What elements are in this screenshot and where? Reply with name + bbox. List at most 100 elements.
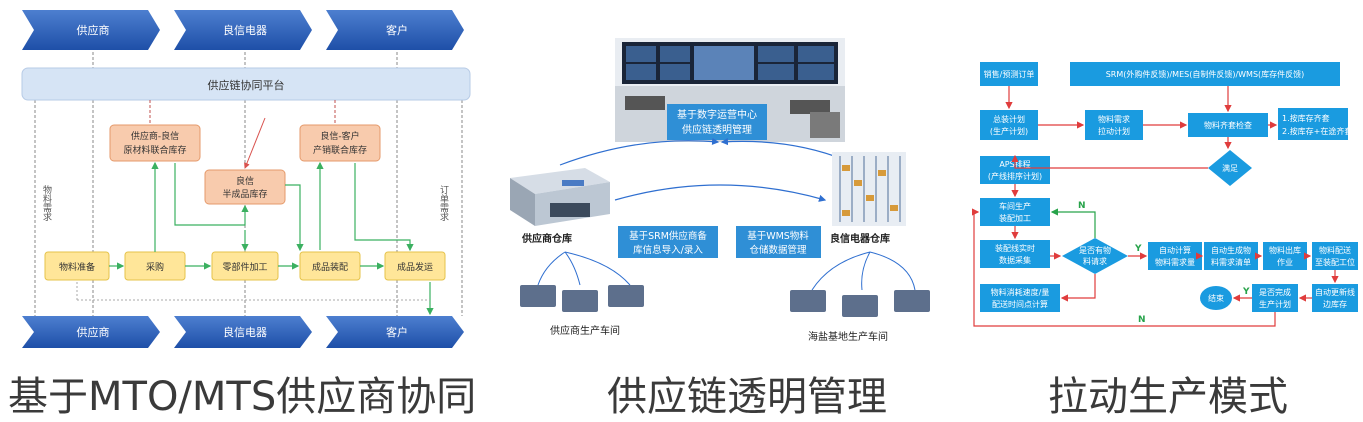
material-demand-label: 物料需求 [41,184,52,221]
process-assembly: 成品装配 [299,251,361,281]
need-material-diamond [1062,238,1128,274]
haiyan-fan-lines [811,251,916,291]
master-plan-box [980,110,1038,140]
svg-text:客户: 客户 [386,23,408,37]
end-node [1200,286,1232,310]
pull-production-flowchart: 销售/预测订单 SRM(外购件反馈)/MES(自制件反馈)/WMS(库存件反馈)… [960,0,1360,350]
svg-text:供应商: 供应商 [77,23,110,37]
auto-calc-box [1148,242,1202,270]
srm-mes-wms-box [1070,62,1340,86]
svg-text:半成品库存: 半成品库存 [222,188,267,200]
svg-text:仓储数据管理: 仓储数据管理 [749,244,807,256]
yes-label-1: Y [1134,244,1142,254]
svg-text:满足: 满足 [1222,163,1238,173]
svg-text:生产计划: 生产计划 [1259,299,1291,309]
svg-text:拉动计划: 拉动计划 [1098,126,1130,136]
svg-text:基于数字运营中心: 基于数字运营中心 [677,108,757,121]
svg-text:客户: 客户 [386,325,408,339]
svg-text:良信-客户: 良信-客户 [320,130,359,142]
customer-sales-joint-stock: 良信-客户 产销联合库存 [299,124,381,162]
svg-text:至装配工位: 至装配工位 [1315,257,1355,267]
svg-text:边库存: 边库存 [1323,299,1347,309]
liangxin-warehouse-icon [832,152,906,226]
srm-box: 基于SRM供应商备 库信息导入/录入 [618,226,718,258]
no-label-2: N [1138,315,1146,325]
line-collect-box [980,240,1050,268]
svg-text:物料出库: 物料出库 [1269,245,1301,255]
top-chevron-liangxin: 良信电器 [174,10,312,50]
process-material-prep: 物料准备 [44,251,110,281]
svg-text:基于WMS物料: 基于WMS物料 [747,230,809,242]
svg-text:产销联合库存: 产销联合库存 [313,144,367,156]
process-purchase: 采购 [124,251,186,281]
supplier-warehouse-label: 供应商仓库 [521,232,572,245]
svg-text:基于SRM供应商备: 基于SRM供应商备 [629,230,707,242]
sales-order-box [980,62,1038,86]
flow-arrows [109,161,434,316]
svg-text:供应商-良信: 供应商-良信 [131,130,179,142]
caption-middle: 供应链透明管理 [607,374,887,420]
caption-left: 基于MTO/MTS供应商协同 [8,374,477,420]
svg-text:配送时间点计算: 配送时间点计算 [992,299,1048,309]
top-chevron-customer: 客户 [326,10,464,50]
svg-text:装配加工: 装配加工 [999,213,1031,223]
caption-right: 拉动生产模式 [1048,374,1288,420]
svg-text:结束: 结束 [1208,293,1224,303]
supplier-warehouse-icon [510,168,610,226]
svg-text:供应链透明管理: 供应链透明管理 [682,123,752,136]
no-branch-arrow [1050,208,1096,238]
haiyan-workshop-icons [790,290,930,317]
svg-text:零部件加工: 零部件加工 [222,261,267,273]
supplier-fan-lines [537,251,631,286]
svg-text:(产线排序计划): (产线排序计划) [988,171,1042,181]
svg-text:物料准备: 物料准备 [59,261,95,273]
supplier-raw-material-joint-stock: 供应商-良信 原材料联合库存 [109,124,201,162]
svg-text:是否完成: 是否完成 [1259,287,1291,297]
consume-calc-box [980,284,1060,312]
svg-text:良信: 良信 [236,175,254,187]
deliver-box [1312,242,1358,270]
svg-text:数据采集: 数据采集 [999,255,1031,265]
control-room-image [615,38,845,142]
done-plan-box [1252,284,1298,312]
process-shipping: 成品发运 [384,251,446,281]
top-chevron-supplier: 供应商 [22,10,160,50]
workshop-box [980,198,1050,226]
digital-ops-center-box: 基于数字运营中心 供应链透明管理 [667,104,767,140]
svg-text:自动更新线: 自动更新线 [1315,287,1355,297]
svg-text:良信电器: 良信电器 [223,23,267,37]
svg-text:自动计算: 自动计算 [1159,245,1191,255]
svg-text:良信电器: 良信电器 [223,325,267,339]
svg-text:供应链协同平台: 供应链协同平台 [208,78,285,92]
svg-text:SRM(外购件反馈)/MES(自制件反馈)/WMS(库存件反: SRM(外购件反馈)/MES(自制件反馈)/WMS(库存件反馈) [1106,69,1305,79]
svg-text:库信息导入/录入: 库信息导入/录入 [633,244,703,256]
outbound-box [1263,242,1307,270]
semi-finished-stock: 良信 半成品库存 [204,169,286,205]
bottom-chevron-liangxin: 良信电器 [174,316,312,348]
wms-box: 基于WMS物料 仓储数据管理 [736,226,821,258]
svg-text:车间生产: 车间生产 [999,201,1031,211]
svg-text:物料配送: 物料配送 [1319,245,1351,255]
svg-text:装配线实时: 装配线实时 [995,243,1035,253]
svg-text:2.按库存+在途齐套: 2.按库存+在途齐套 [1282,126,1352,136]
svg-text:物料需求: 物料需求 [41,184,52,221]
svg-text:料需求清单: 料需求清单 [1211,257,1251,267]
order-demand-label: 订单需求 [438,185,449,221]
auto-update-box [1312,284,1358,312]
svg-text:是否有物: 是否有物 [1079,245,1111,255]
svg-text:作业: 作业 [1277,257,1293,267]
no-label-1: N [1078,201,1086,211]
svg-text:总装计划: 总装计划 [993,114,1025,124]
process-parts-machining: 零部件加工 [211,251,279,281]
confirm-diamond [1208,150,1252,186]
check-list-box [1278,108,1348,140]
transparency-diagram: 基于数字运营中心 供应链透明管理 供应商仓库 基于SRM供应商备 库信息导入/录… [490,0,940,350]
svg-text:成品发运: 成品发运 [397,261,433,273]
svg-text:供应商: 供应商 [77,325,110,339]
svg-text:原材料联合库存: 原材料联合库存 [123,144,186,156]
bottom-chevron-customer: 客户 [326,316,464,348]
svg-text:物料齐套检查: 物料齐套检查 [1204,120,1252,130]
supplier-workshop-icons [520,285,644,312]
bottom-chevron-supplier: 供应商 [22,316,160,348]
liangxin-warehouse-label: 良信电器仓库 [830,232,890,245]
